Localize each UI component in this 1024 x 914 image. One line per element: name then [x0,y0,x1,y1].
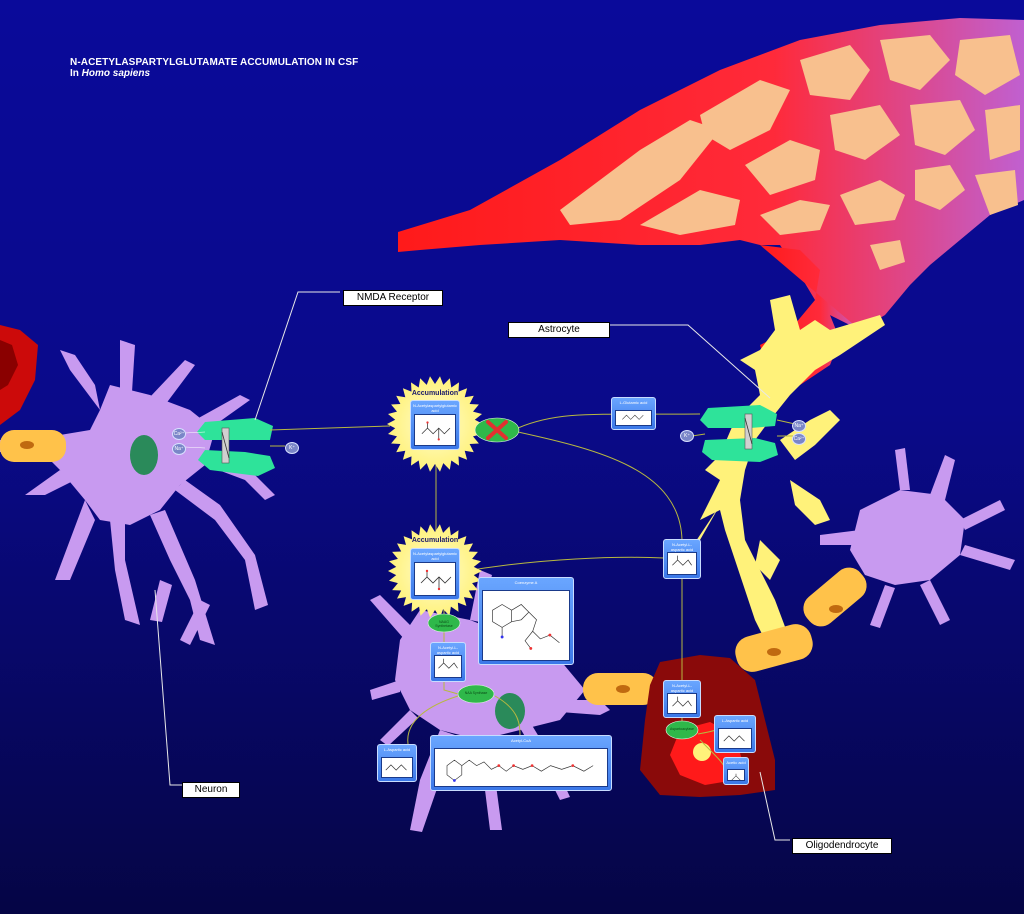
aspartoacylase-enzyme [665,720,699,740]
oligodendrocyte-label: Oligodendrocyte [792,838,892,854]
molecule-card-naa-oligo[interactable]: N-Acetyl-L-aspartic acid [663,680,701,718]
title-line-1: N-ACETYLASPARTYLGLUTAMATE ACCUMULATION I… [70,57,359,68]
neuron-nucleus [130,435,158,475]
sodium-ion-left: Na⁺ [172,443,186,455]
molecule-card-naag-top[interactable]: N-Acetylaspartylglutamic acid [410,400,460,450]
molecule-card-acetyl-coa[interactable]: Acetyl-CoA [430,735,612,791]
vessel-tissue-cells [560,35,1020,270]
sodium-ion-right: Na⁺ [792,420,806,432]
blood-vessel [398,18,1024,385]
molecule-name: Acetic acid [726,760,746,765]
structure-image [718,728,752,749]
left-vessel-lumen [0,340,18,390]
molecule-card-acetic-acid[interactable]: Acetic acid [723,757,749,785]
neuron-cell-body [0,340,275,645]
calcium-ion-left: Ca²⁺ [172,428,186,440]
molecule-card-l-aspartic-left[interactable]: L-Aspartic acid [377,744,417,782]
neuron-label: Neuron [182,782,240,798]
molecule-name: N-Acetyl-L-aspartic acid [670,683,694,693]
molecule-name: Acetyl-CoA [510,738,531,743]
structure-image [482,590,570,661]
naag-synthetase-label: NAAG Synthetase [435,620,453,628]
myelin-chain [583,567,867,705]
species-name: Homo sapiens [81,68,151,79]
structure-image [434,655,462,678]
structure-image [667,552,697,575]
potassium-ion-right: K⁺ [680,430,694,442]
ion-arrows [184,431,206,449]
molecule-name: L-Aspartic acid [721,718,749,723]
structure-image [615,410,652,426]
astrocyte-cell [690,295,885,650]
page-title: N-ACETYLASPARTYLGLUTAMATE ACCUMULATION I… [70,57,358,79]
title-line-2: In Homo sapiens [70,68,358,79]
molecule-name: L-Aspartic acid [383,747,411,752]
molecule-card-naa-left[interactable]: N-Acetyl-L-aspartic acid [430,642,466,682]
nmda-receptor-right [700,405,778,462]
molecule-name: L-Glutamic acid [619,400,648,405]
molecule-name: N-Acetyl-L-aspartic acid [436,645,460,655]
structure-image [727,769,745,781]
right-glial-cell [820,448,1015,628]
naag-synthetase-enzyme [427,613,461,633]
title-prefix: In [70,68,82,79]
inhibition-x-icon [486,420,508,440]
accumulation-label-top: Accumulation [411,390,459,397]
structure-image [414,562,456,596]
pathway-arrows [269,413,796,769]
molecule-name: N-Acetylaspartylglutamic acid [413,551,457,561]
naa-synthase-enzyme [457,684,495,704]
aspartoacylase-label: Aspartoacylase [670,727,694,731]
naa-synthase-label: NAA Synthase [464,691,488,695]
molecule-card-coenzyme-a[interactable]: Coenzyme A [478,577,574,665]
callout-lines [154,291,790,841]
astrocyte-label: Astrocyte [508,322,610,338]
structure-image [381,757,413,778]
calcium-ion-right: Ca²⁺ [792,433,806,445]
molecule-card-naa-mid[interactable]: N-Acetyl-L-aspartic acid [663,539,701,579]
accumulation-label-bottom: Accumulation [411,537,459,544]
molecule-name: Coenzyme A [514,580,538,585]
structure-image [414,414,456,446]
left-myelin-segment [0,430,66,462]
structure-image [434,748,608,787]
molecule-card-glutamic-acid[interactable]: L-Glutamic acid [611,397,656,430]
nmda-receptor-left [197,418,275,476]
molecule-card-naag-bottom[interactable]: N-Acetylaspartylglutamic acid [410,548,460,600]
molecule-name: N-Acetylaspartylglutamic acid [413,403,457,413]
structure-image [667,693,697,714]
molecule-name: N-Acetyl-L-aspartic acid [670,542,694,552]
molecule-card-l-aspartic-oligo[interactable]: L-Aspartic acid [714,715,756,753]
potassium-ion-left: K⁺ [285,442,299,454]
nmda-receptor-label: NMDA Receptor [343,290,443,306]
